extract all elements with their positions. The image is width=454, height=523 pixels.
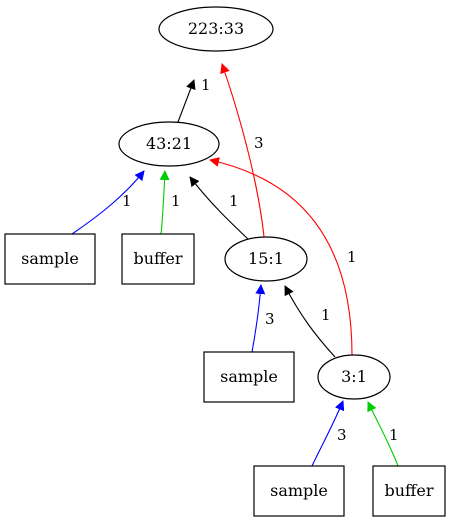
edge-b1-to-n43: 1 xyxy=(159,170,181,235)
edges-layer: 1 3 1 1 1 1 3 1 3 1 xyxy=(71,63,399,467)
ellipse-node-n43: 43:21 xyxy=(118,121,220,167)
box-node-b2: buffer xyxy=(372,465,446,517)
node-label: buffer xyxy=(133,249,182,268)
node-label: 43:21 xyxy=(146,134,192,153)
ellipse-node-n223: 223:33 xyxy=(158,6,274,52)
node-ellipse xyxy=(317,354,391,400)
node-label: sample xyxy=(21,249,79,268)
edge-line xyxy=(177,79,196,123)
box-node-b1: buffer xyxy=(121,233,195,285)
edge-line xyxy=(159,170,170,235)
node-label: 3:1 xyxy=(341,367,367,386)
node-ellipse xyxy=(224,236,308,282)
box-node-s2: sample xyxy=(203,351,295,403)
node-ellipse xyxy=(158,6,274,52)
node-box xyxy=(203,351,295,403)
box-node-s3: sample xyxy=(253,465,345,517)
nodes-layer: 223:33 43:21 15:1 3:1 sample buffer sample samp… xyxy=(4,6,446,517)
edge-weight-label: 3 xyxy=(265,310,275,328)
node-box xyxy=(253,465,345,517)
edge-n15-to-n43: 1 xyxy=(189,176,250,241)
edge-line xyxy=(189,176,250,241)
edge-weight-label: 1 xyxy=(122,192,132,210)
edge-line xyxy=(367,401,399,467)
node-box xyxy=(4,233,96,285)
edge-weight-label: 1 xyxy=(201,76,211,94)
edge-weight-label: 3 xyxy=(254,134,264,152)
edge-b2-to-n3: 1 xyxy=(367,401,399,467)
edge-weight-label: 1 xyxy=(389,426,399,444)
edge-n43-to-n223: 1 xyxy=(177,76,211,123)
edge-line xyxy=(209,157,353,356)
edge-n15-to-n223: 3 xyxy=(220,63,265,238)
node-label: buffer xyxy=(384,481,433,500)
node-box xyxy=(372,465,446,517)
edge-weight-label: 1 xyxy=(229,192,239,210)
edge-weight-label: 1 xyxy=(171,192,181,210)
edge-s3-to-n3: 3 xyxy=(311,400,347,467)
edge-s2-to-n15: 3 xyxy=(251,284,275,353)
node-box xyxy=(121,233,195,285)
edge-s1-to-n43: 1 xyxy=(71,170,145,235)
box-node-s1: sample xyxy=(4,233,96,285)
edge-line xyxy=(220,63,265,238)
edge-weight-label: 1 xyxy=(321,306,331,324)
node-label: sample xyxy=(220,367,278,386)
edge-n3-to-n43: 1 xyxy=(209,157,357,356)
edge-line xyxy=(311,400,345,467)
node-label: sample xyxy=(270,481,328,500)
node-ellipse xyxy=(118,121,220,167)
node-label: 223:33 xyxy=(188,19,244,38)
node-label: 15:1 xyxy=(248,249,284,268)
edge-line xyxy=(71,170,145,235)
edge-line xyxy=(284,285,336,358)
ellipse-node-n3: 3:1 xyxy=(317,354,391,400)
edge-weight-label: 1 xyxy=(347,248,357,266)
edge-line xyxy=(251,284,266,353)
edge-n3-to-n15: 1 xyxy=(284,285,336,358)
edge-weight-label: 3 xyxy=(337,426,347,444)
ellipse-node-n15: 15:1 xyxy=(224,236,308,282)
